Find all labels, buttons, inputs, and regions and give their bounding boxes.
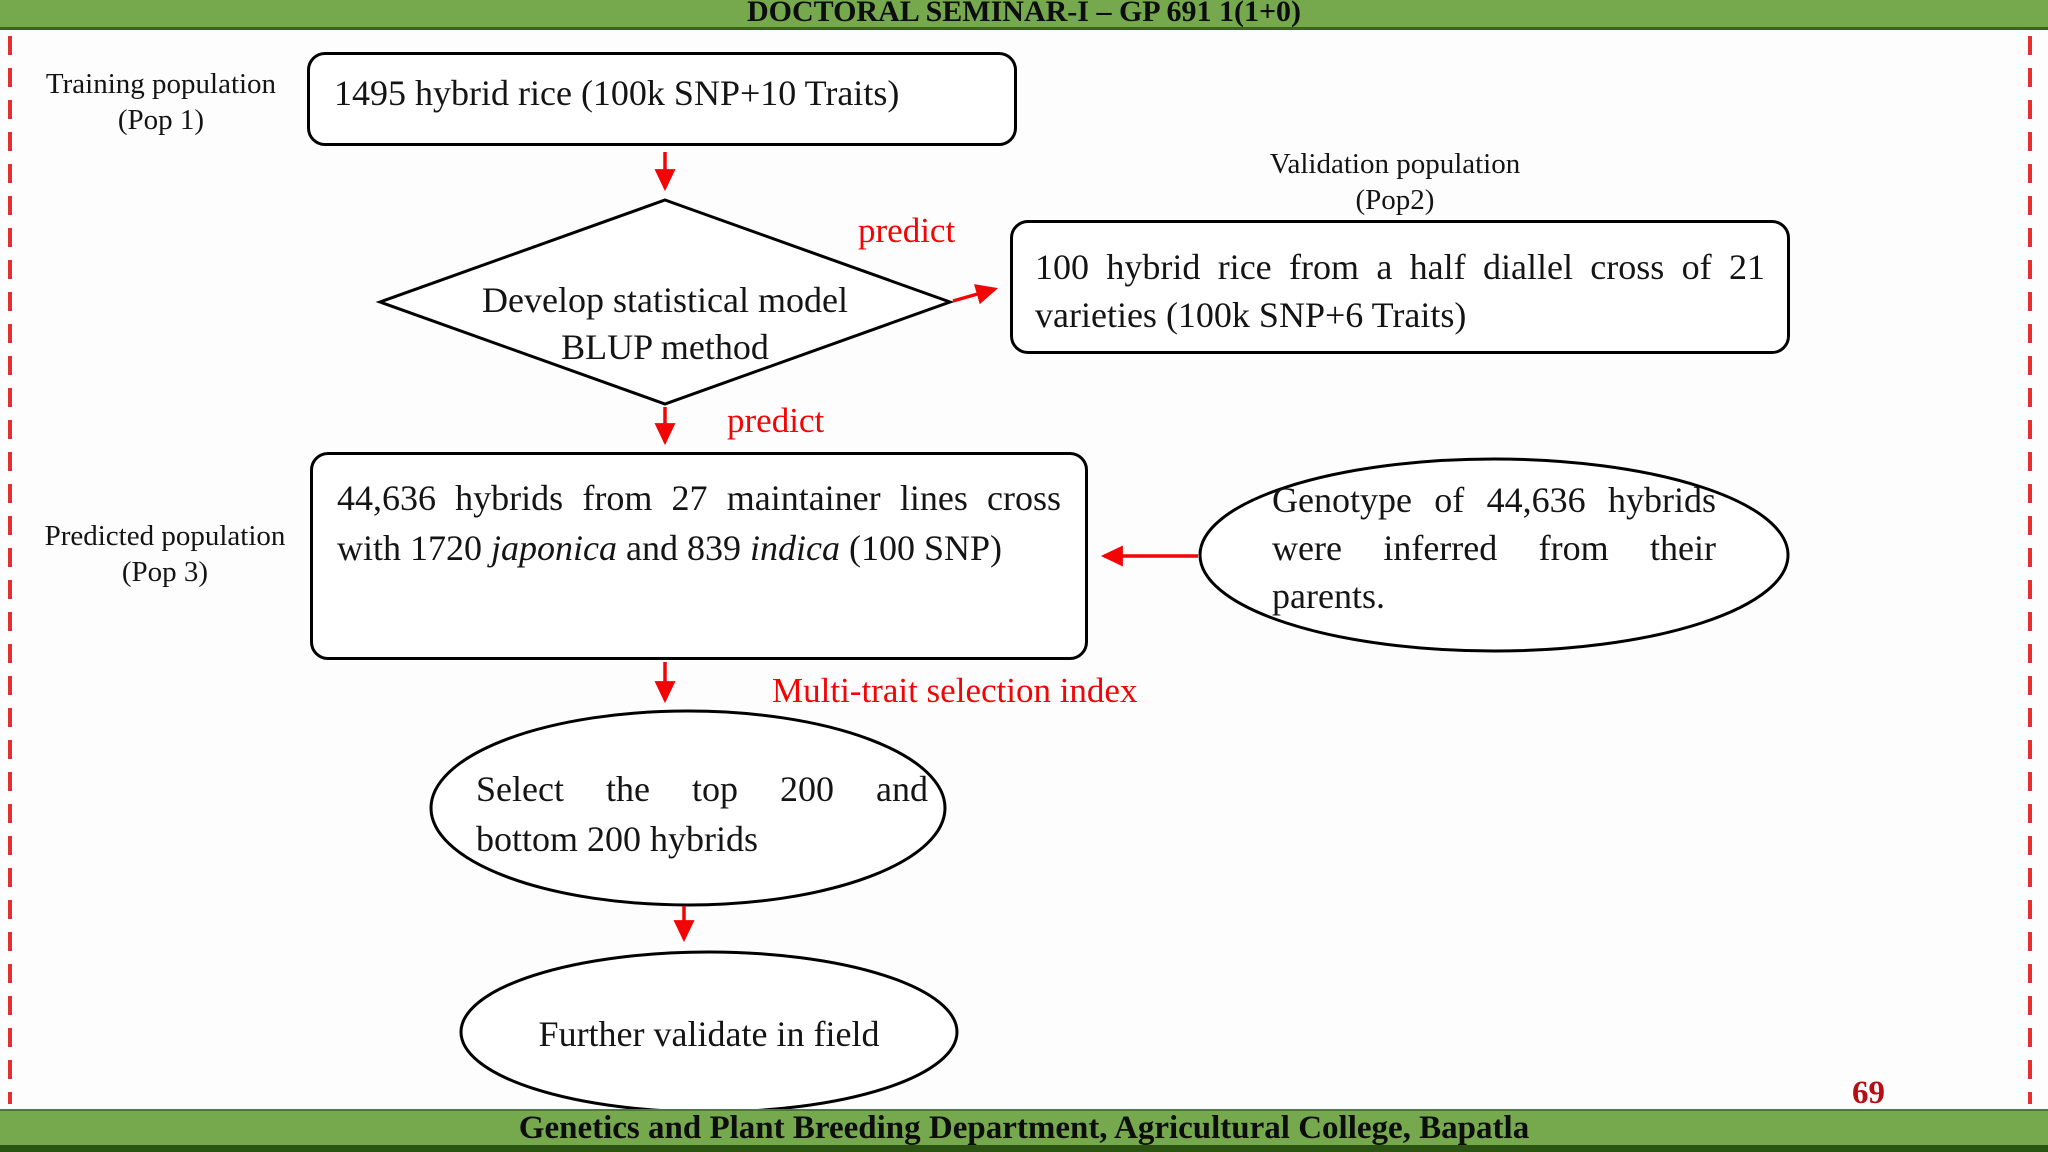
multi-trait-selection-index-label: Multi-trait selection index xyxy=(772,671,1138,710)
training-population-label-line1: Training population xyxy=(45,68,277,100)
validation-box-text: 100 hybrid rice from a half diallel cros… xyxy=(1013,223,1787,339)
slide-title: DOCTORAL SEMINAR-I – GP 691 1(1+0) xyxy=(746,0,1302,28)
model-diamond-line2: BLUP method xyxy=(561,327,769,367)
validation-population-label: Validation population (Pop2) xyxy=(1243,146,1547,218)
predict-label-right: predict xyxy=(858,211,956,250)
model-diamond-shape xyxy=(375,198,955,406)
page-number: 69 xyxy=(1852,1075,1885,1111)
model-diamond-text: Develop statistical model BLUP method xyxy=(430,277,900,371)
predicted-population-label: Predicted population (Pop 3) xyxy=(30,518,300,590)
select-ellipse-text: Select the top 200 and bottom 200 hybrid… xyxy=(476,764,928,864)
genotype-ellipse-shape xyxy=(1198,457,1790,653)
predicted-box-line2-part: (100 SNP) xyxy=(839,528,1002,568)
predicted-population-label-line2: (Pop 3) xyxy=(121,556,209,588)
predicted-box: 44,636 hybrids from 27 maintainer lines … xyxy=(310,452,1088,660)
training-population-label: Training population (Pop 1) xyxy=(26,66,296,138)
genotype-line2: were inferred from their xyxy=(1272,528,1716,568)
predicted-box-text: 44,636 hybrids from 27 maintainer lines … xyxy=(313,455,1085,573)
model-diamond-line1: Develop statistical model xyxy=(482,280,848,320)
predicted-box-line2-indica: indica xyxy=(749,528,840,568)
select-line1: Select the top 200 and xyxy=(476,769,928,809)
predicted-box-line2-japonica: japonica xyxy=(491,528,617,568)
training-box-text: 1495 hybrid rice (100k SNP+10 Traits) xyxy=(334,73,900,113)
training-box: 1495 hybrid rice (100k SNP+10 Traits) xyxy=(307,52,1017,146)
predicted-population-label-line1: Predicted population xyxy=(44,520,286,552)
genotype-line1: Genotype of 44,636 hybrids xyxy=(1272,480,1716,520)
predict-label-down: predict xyxy=(727,401,825,440)
footer-text: Genetics and Plant Breeding Department, … xyxy=(518,1110,1530,1146)
predicted-box-line1: 44,636 hybrids from 27 maintainer lines … xyxy=(337,478,1061,518)
predicted-box-line2: with 1720 japonica and 839 indica (100 S… xyxy=(337,523,1061,573)
predicted-box-line2-part: and 839 xyxy=(617,528,750,568)
validation-population-label-line1: Validation population xyxy=(1269,148,1521,180)
select-ellipse-shape xyxy=(429,709,947,907)
validation-box: 100 hybrid rice from a half diallel cros… xyxy=(1010,220,1790,354)
validation-box-line2: varieties (100k SNP+6 Traits) xyxy=(1035,295,1467,335)
validate-ellipse-text: Further validate in field xyxy=(538,1014,880,1054)
training-population-label-line2: (Pop 1) xyxy=(117,104,205,136)
validation-box-line1: 100 hybrid rice from a half diallel cros… xyxy=(1035,247,1765,287)
genotype-ellipse-text: Genotype of 44,636 hybrids were inferred… xyxy=(1272,476,1716,620)
predicted-box-line2-part: with 1720 xyxy=(337,528,492,568)
slide-title-bar: DOCTORAL SEMINAR-I – GP 691 1(1+0) xyxy=(0,0,2048,30)
arrow-diamond-to-validation xyxy=(952,284,999,305)
genotype-line3: parents. xyxy=(1272,576,1385,616)
slide-footer-bar: Genetics and Plant Breeding Department, … xyxy=(0,1109,2048,1152)
select-line2: bottom 200 hybrids xyxy=(476,819,759,859)
validation-population-label-line2: (Pop2) xyxy=(1355,184,1435,216)
